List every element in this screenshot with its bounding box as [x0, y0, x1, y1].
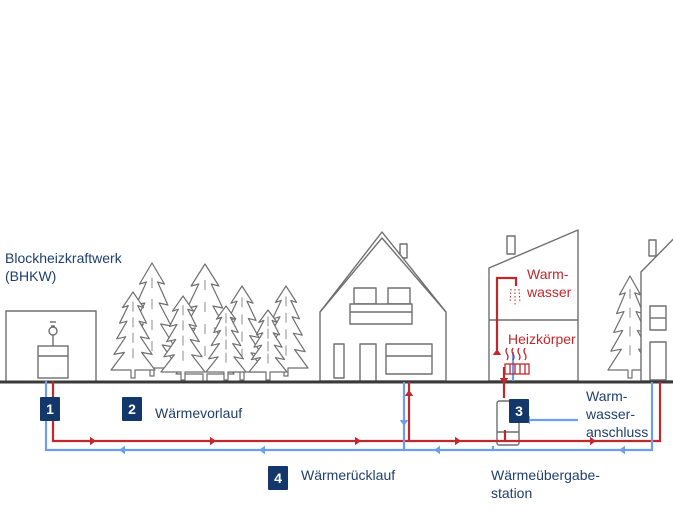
warm-water-connection-label: Warm- wasser- anschluss	[586, 388, 649, 440]
radiator-icon	[504, 347, 530, 375]
supply-label: Wärmevorlauf	[155, 405, 243, 421]
flow-arrow-icon	[119, 445, 125, 455]
flow-arrow-icon	[619, 445, 625, 455]
flow-arrow-icon	[259, 445, 265, 455]
return-label: Wärmerücklauf	[301, 467, 396, 483]
shower-icon	[509, 288, 521, 305]
house-middle	[319, 231, 447, 382]
badge-supply: 2	[122, 397, 142, 421]
badge-station: 3	[509, 399, 529, 423]
flow-arrow-icon	[404, 390, 414, 396]
flow-arrow-icon	[434, 445, 440, 455]
flow-arrow-icon	[210, 436, 216, 446]
flow-arrow-icon	[455, 436, 461, 446]
radiator-label: Heizkörper	[508, 331, 576, 347]
tree-icon	[125, 262, 179, 377]
station-label: Wärmeübergabe- station	[491, 467, 600, 501]
flow-arrow-icon	[492, 349, 502, 355]
badge-bhkw: 1	[40, 397, 60, 421]
supply-flow-arrows	[90, 349, 596, 446]
forest	[110, 262, 653, 383]
warm-water-label: Warm- wasser	[527, 266, 572, 300]
flow-arrow-icon	[355, 436, 361, 446]
bhkw-building	[5, 310, 97, 381]
flow-arrow-icon	[399, 420, 409, 426]
flow-arrow-icon	[590, 436, 596, 446]
bhkw-label: Blockheizkraftwerk (BHKW)	[5, 250, 122, 284]
house-right-edge	[640, 238, 673, 382]
flow-arrow-icon	[90, 436, 96, 446]
bhkw-unit	[37, 345, 69, 379]
badge-return: 4	[268, 466, 288, 490]
flow-arrow-icon	[499, 378, 509, 384]
